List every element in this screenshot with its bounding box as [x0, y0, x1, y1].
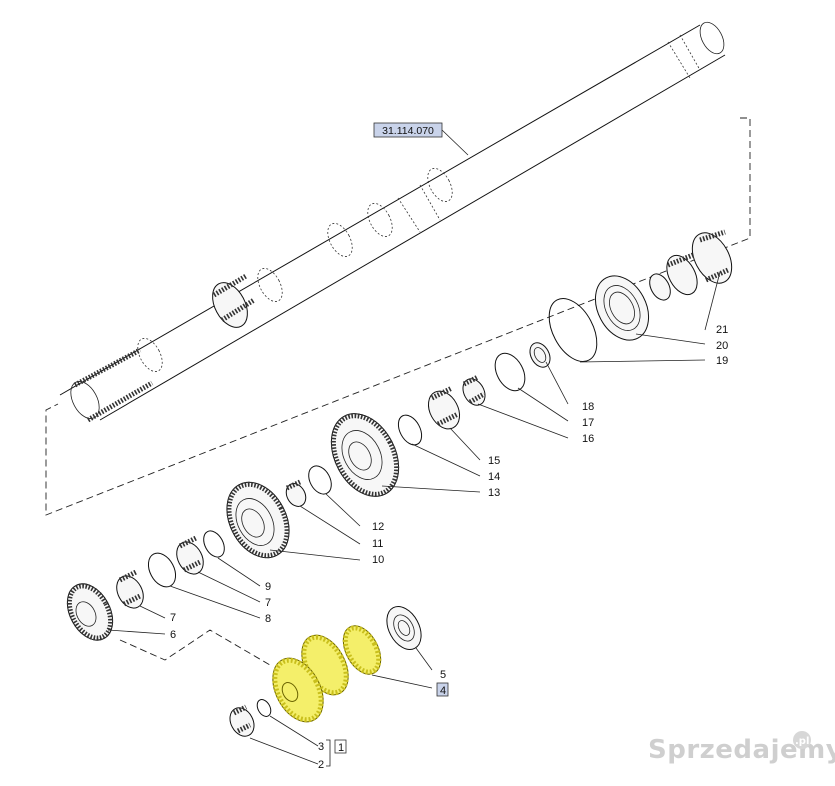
callout-19: 19: [716, 355, 728, 367]
part-7-needle-bearing-lower: [116, 569, 144, 609]
callout-8: 8: [265, 613, 271, 625]
part-17-washer: [494, 352, 526, 392]
callout-17: 17: [582, 417, 594, 429]
callout-9: 9: [265, 581, 271, 593]
part-14-thrust-washer: [397, 414, 423, 446]
part-3-spacer: [256, 699, 272, 717]
part-4-cluster-gear-highlighted: [272, 625, 382, 723]
callout-20: 20: [716, 340, 728, 352]
part-9-thrust-washer: [203, 530, 225, 558]
part-19-snap-ring: [548, 298, 598, 362]
callout-numbers: 21 20 19 18 17 16 15 14 13 12 11 10 9 7 …: [170, 324, 728, 771]
part-8-snap-ring: [147, 552, 177, 588]
callout-16: 16: [582, 433, 594, 445]
part-13-large-gear: [330, 413, 400, 497]
callout-4: 4: [440, 685, 446, 697]
callout-12: 12: [372, 521, 384, 533]
callout-7-upper: 7: [265, 597, 271, 609]
part-2-bearing: [229, 704, 255, 737]
callout-3: 3: [318, 741, 324, 753]
callout-14: 14: [488, 471, 500, 483]
callout-5: 5: [440, 669, 446, 681]
part-20-bearing: [594, 275, 650, 341]
callout-13: 13: [488, 487, 500, 499]
part-7-needle-bearing-upper: [176, 535, 204, 575]
callout-18: 18: [582, 401, 594, 413]
assembly-envelope: [45, 117, 751, 666]
shaft-reference-label: 31.114.070: [382, 125, 434, 137]
callout-10: 10: [372, 554, 384, 566]
leader-lines: [107, 271, 721, 767]
watermark-badge: .pl: [795, 736, 809, 747]
main-shaft: [59, 21, 726, 423]
part-10-synchro-hub: [226, 481, 290, 559]
part-21-output-hub: [649, 229, 733, 301]
part-12-thrust-washer: [308, 465, 332, 495]
callout-6: 6: [170, 629, 176, 641]
callout-7-lower: 7: [170, 612, 176, 624]
shaft-reference-tag: 31.114.070: [373, 122, 469, 156]
part-16-needle-bearing: [462, 374, 486, 406]
sprzedajemy-watermark: Sprzedajemy .pl: [648, 731, 835, 765]
callout-21: 21: [716, 324, 728, 336]
callout-11: 11: [372, 538, 383, 550]
callout-15: 15: [488, 455, 500, 467]
callout-1: 1: [338, 742, 344, 754]
part-6-gear: [66, 583, 114, 641]
part-5-ball-bearing: [386, 606, 422, 650]
part-18-bushing: [529, 342, 551, 368]
part-15-needle-cage: [427, 385, 461, 430]
part-11-needle-bearing: [285, 479, 307, 507]
callout-2: 2: [318, 759, 324, 771]
